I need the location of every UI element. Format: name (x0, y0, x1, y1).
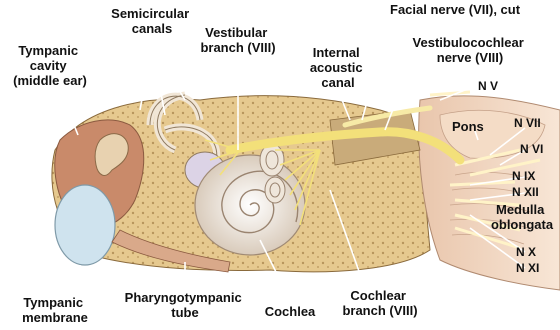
label-n-vi: N VI (520, 142, 543, 156)
label-facial-nerve-cut: Facial nerve (VII), cut (390, 2, 521, 17)
cochlea-shape (195, 155, 305, 255)
label-n-xi: N XI (516, 261, 539, 275)
label-pons: Pons (452, 119, 484, 134)
label-n-vii: N VII (514, 116, 541, 130)
label-n-ix: N IX (512, 169, 535, 183)
label-medulla-oblongata: Medulla oblongata (491, 202, 554, 232)
label-vestibulocochlear-nerve: Vestibulocochlear nerve (VIII) (413, 35, 528, 65)
label-n-xii: N XII (512, 185, 539, 199)
label-internal-acoustic-canal: Internal acoustic canal (310, 45, 366, 90)
label-n-v: N V (478, 79, 498, 93)
tympanic-membrane-shape (55, 185, 115, 265)
label-tympanic-membrane: Tympanic membrane (22, 295, 88, 325)
label-tympanic-cavity: Tympanic cavity (middle ear) (13, 43, 87, 88)
label-vestibular-branch: Vestibular branch (VIII) (200, 25, 275, 55)
label-n-x: N X (516, 245, 536, 259)
label-cochlear-branch: Cochlear branch (VIII) (342, 288, 417, 318)
label-semicircular-canals: Semicircular canals (111, 6, 193, 36)
label-cochlea: Cochlea (265, 304, 316, 319)
label-pharyngotympanic-tube: Pharyngotympanic tube (125, 290, 246, 320)
